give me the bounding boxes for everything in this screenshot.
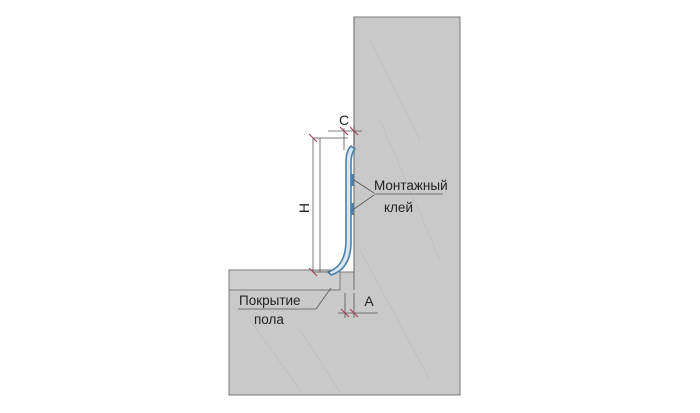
dimension-c-label: C [339,112,349,128]
adhesive-leader [353,179,443,210]
floor-label-line1: Покрытие [239,293,301,308]
dimension-h-label: H [296,203,312,213]
tick-marks-c [339,126,359,136]
concrete-hatch [249,39,441,393]
adhesive-label-line1: Монтажный [374,178,448,193]
adhesive-label-line2: клей [384,200,413,215]
dimension-a-label: A [364,293,374,309]
tick-marks-a [340,308,359,318]
floor-label-line2: пола [254,312,284,327]
floor-leader [238,287,332,310]
tick-marks-h [308,133,318,277]
dimension-h [312,137,348,273]
skirting-profile [326,144,357,276]
floor-covering [228,269,341,291]
wall-and-floor-slab [228,16,461,396]
